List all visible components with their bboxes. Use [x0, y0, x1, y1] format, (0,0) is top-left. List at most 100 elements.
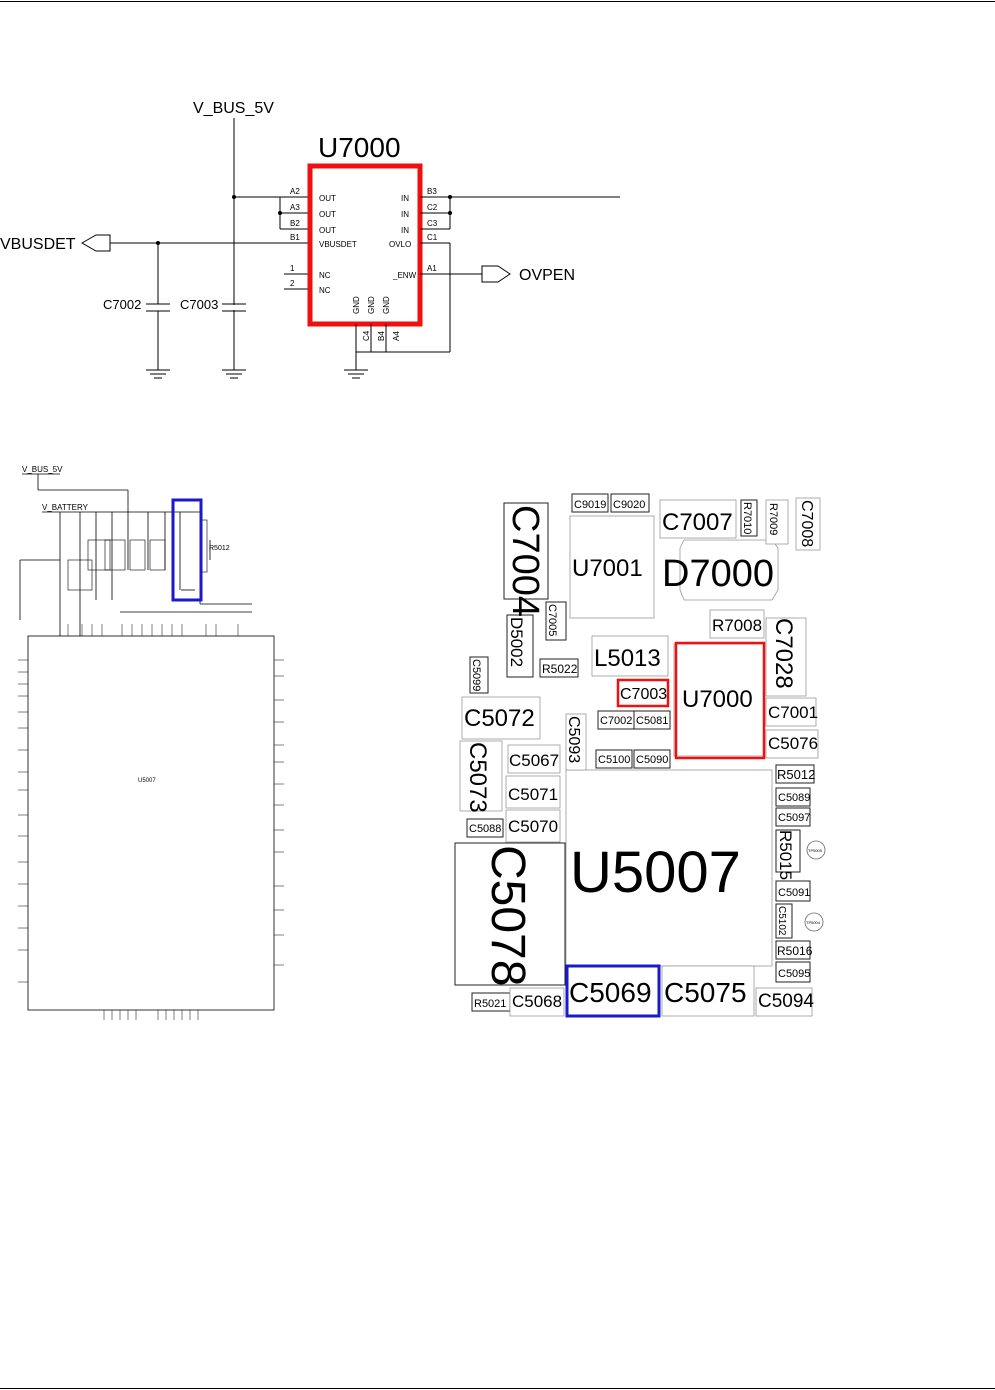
label-r5015: R5015	[776, 830, 795, 880]
label-c5067: C5067	[509, 751, 559, 770]
label-r7008: R7008	[712, 616, 762, 635]
ground-icon	[222, 369, 246, 379]
svg-text:A4: A4	[392, 331, 401, 341]
u7000-left-pins: A2 OUT A3 OUT B2 OUT B1 VBUSDET 1 NC 2 N…	[290, 187, 357, 295]
label-c5102: C5102	[776, 906, 787, 936]
svg-text:C4: C4	[362, 330, 371, 341]
c7003-label: C7003	[180, 297, 218, 312]
u7000-bottom-pins: GND GND GND C4 B4 A4	[352, 296, 401, 341]
svg-text:IN: IN	[401, 226, 409, 235]
label-u5007-pcb: U5007	[570, 840, 741, 905]
label-c5097: C5097	[778, 812, 810, 824]
c5069-pcb-highlight	[565, 964, 661, 1018]
pcb-component-labels: C9019 C9020 C7007 R7010 R7009 C7008 C700…	[464, 499, 823, 1012]
ovpen-port-arrow	[481, 265, 511, 283]
ovp-schematic: V_BUS_5V VBUSDET C7002 C7003 U7000 A2 OU…	[0, 100, 620, 379]
label-l5013: L5013	[594, 645, 661, 672]
vbusdet-port-arrow	[80, 234, 111, 252]
label-c7005: C7005	[546, 604, 558, 636]
label-c5071: C5071	[508, 785, 558, 804]
small-vbus-label: V_BUS_5V	[22, 465, 63, 474]
c7003-pcb-highlight	[616, 678, 670, 708]
svg-text:C1: C1	[427, 233, 438, 242]
ground-icon	[146, 369, 170, 379]
decoupling-caps	[67, 512, 252, 636]
svg-text:C3: C3	[427, 219, 438, 228]
svg-text:A2: A2	[290, 187, 300, 196]
vbusdet-net-label: VBUSDET	[0, 236, 76, 253]
label-c7028: C7028	[770, 618, 797, 689]
label-c5091: C5091	[778, 887, 810, 899]
page-top-rule	[0, 1, 995, 2]
ovpen-net-label: OVPEN	[519, 267, 575, 284]
label-tp5005: TP5005	[808, 848, 823, 853]
svg-text:IN: IN	[401, 210, 409, 219]
label-c9020: C9020	[613, 499, 645, 511]
junction	[278, 211, 282, 215]
svg-text:B3: B3	[427, 187, 437, 196]
u5007-bottom-pin-ticks	[103, 1010, 199, 1020]
u7000-highlight-box	[307, 163, 423, 327]
svg-text:A3: A3	[290, 203, 300, 212]
label-c9019: C9019	[574, 499, 606, 511]
u5007-right-pin-ticks	[274, 659, 284, 966]
label-r5016: R5016	[777, 944, 813, 958]
label-c5081: C5081	[636, 715, 668, 727]
label-c5095: C5095	[778, 968, 810, 980]
svg-text:NC: NC	[319, 271, 331, 280]
junction	[232, 195, 236, 199]
label-c7003-pcb: C7003	[620, 686, 667, 703]
label-d5002: D5002	[507, 617, 526, 667]
svg-text:B1: B1	[290, 233, 300, 242]
u7000-title: U7000	[318, 132, 401, 163]
svg-text:B2: B2	[290, 219, 300, 228]
u5007-schematic-name: U5007	[138, 778, 156, 784]
vbus-net-label: V_BUS_5V	[193, 100, 274, 117]
label-u7001: U7001	[572, 555, 643, 582]
svg-text:IN: IN	[401, 194, 409, 203]
svg-text:GND: GND	[352, 296, 361, 314]
label-c5090: C5090	[636, 754, 668, 766]
label-c5075: C5075	[664, 977, 747, 1008]
svg-text:NC: NC	[319, 286, 331, 295]
label-c7002-pcb: C7002	[600, 715, 632, 727]
pcb-component-outlines	[454, 493, 826, 1017]
r5012-small-label: R5012	[209, 545, 230, 552]
label-r5012-pcb: R5012	[777, 767, 815, 782]
label-r5021: R5021	[474, 998, 506, 1010]
svg-text:B4: B4	[377, 331, 386, 341]
label-c7008: C7008	[798, 500, 815, 547]
svg-text:OUT: OUT	[319, 226, 336, 235]
label-r5022: R5022	[542, 662, 578, 676]
u7000-right-pins: IN B3 IN C2 IN C3 OVLO C1 _ENW A1	[389, 187, 438, 280]
label-r7010: R7010	[741, 502, 753, 534]
label-d7000: D7000	[662, 553, 774, 595]
u5007-left-pin-ticks	[18, 659, 28, 983]
label-c5069-pcb: C5069	[569, 977, 652, 1008]
svg-text:VBUSDET: VBUSDET	[319, 240, 357, 249]
svg-text:GND: GND	[382, 296, 391, 314]
label-c5070: C5070	[508, 817, 558, 836]
label-c5073: C5073	[464, 742, 491, 813]
u7000-pcb-highlight	[674, 641, 766, 760]
page-bottom-rule	[0, 1388, 995, 1389]
label-c5072: C5072	[464, 705, 535, 732]
c5069-schematic-highlight	[171, 498, 203, 602]
label-c5089: C5089	[778, 792, 810, 804]
u5007-schematic-body	[27, 635, 275, 1011]
svg-text:GND: GND	[367, 296, 376, 314]
label-c5068: C5068	[512, 992, 562, 1011]
u5007-top-pin-ticks	[67, 624, 239, 636]
small-battery-label: V_BATTERY	[42, 503, 89, 512]
label-u7000-pcb: U7000	[682, 686, 753, 713]
svg-text:OUT: OUT	[319, 210, 336, 219]
label-c5094: C5094	[758, 991, 814, 1012]
label-c7007: C7007	[662, 509, 733, 536]
label-c5078: C5078	[481, 845, 534, 986]
label-c7004: C7004	[504, 505, 546, 617]
svg-text:1: 1	[290, 264, 295, 273]
svg-text:A1: A1	[427, 264, 437, 273]
label-c5099: C5099	[470, 659, 482, 691]
label-tp5004: TP5004	[806, 920, 821, 925]
label-r7009: R7009	[767, 503, 779, 535]
